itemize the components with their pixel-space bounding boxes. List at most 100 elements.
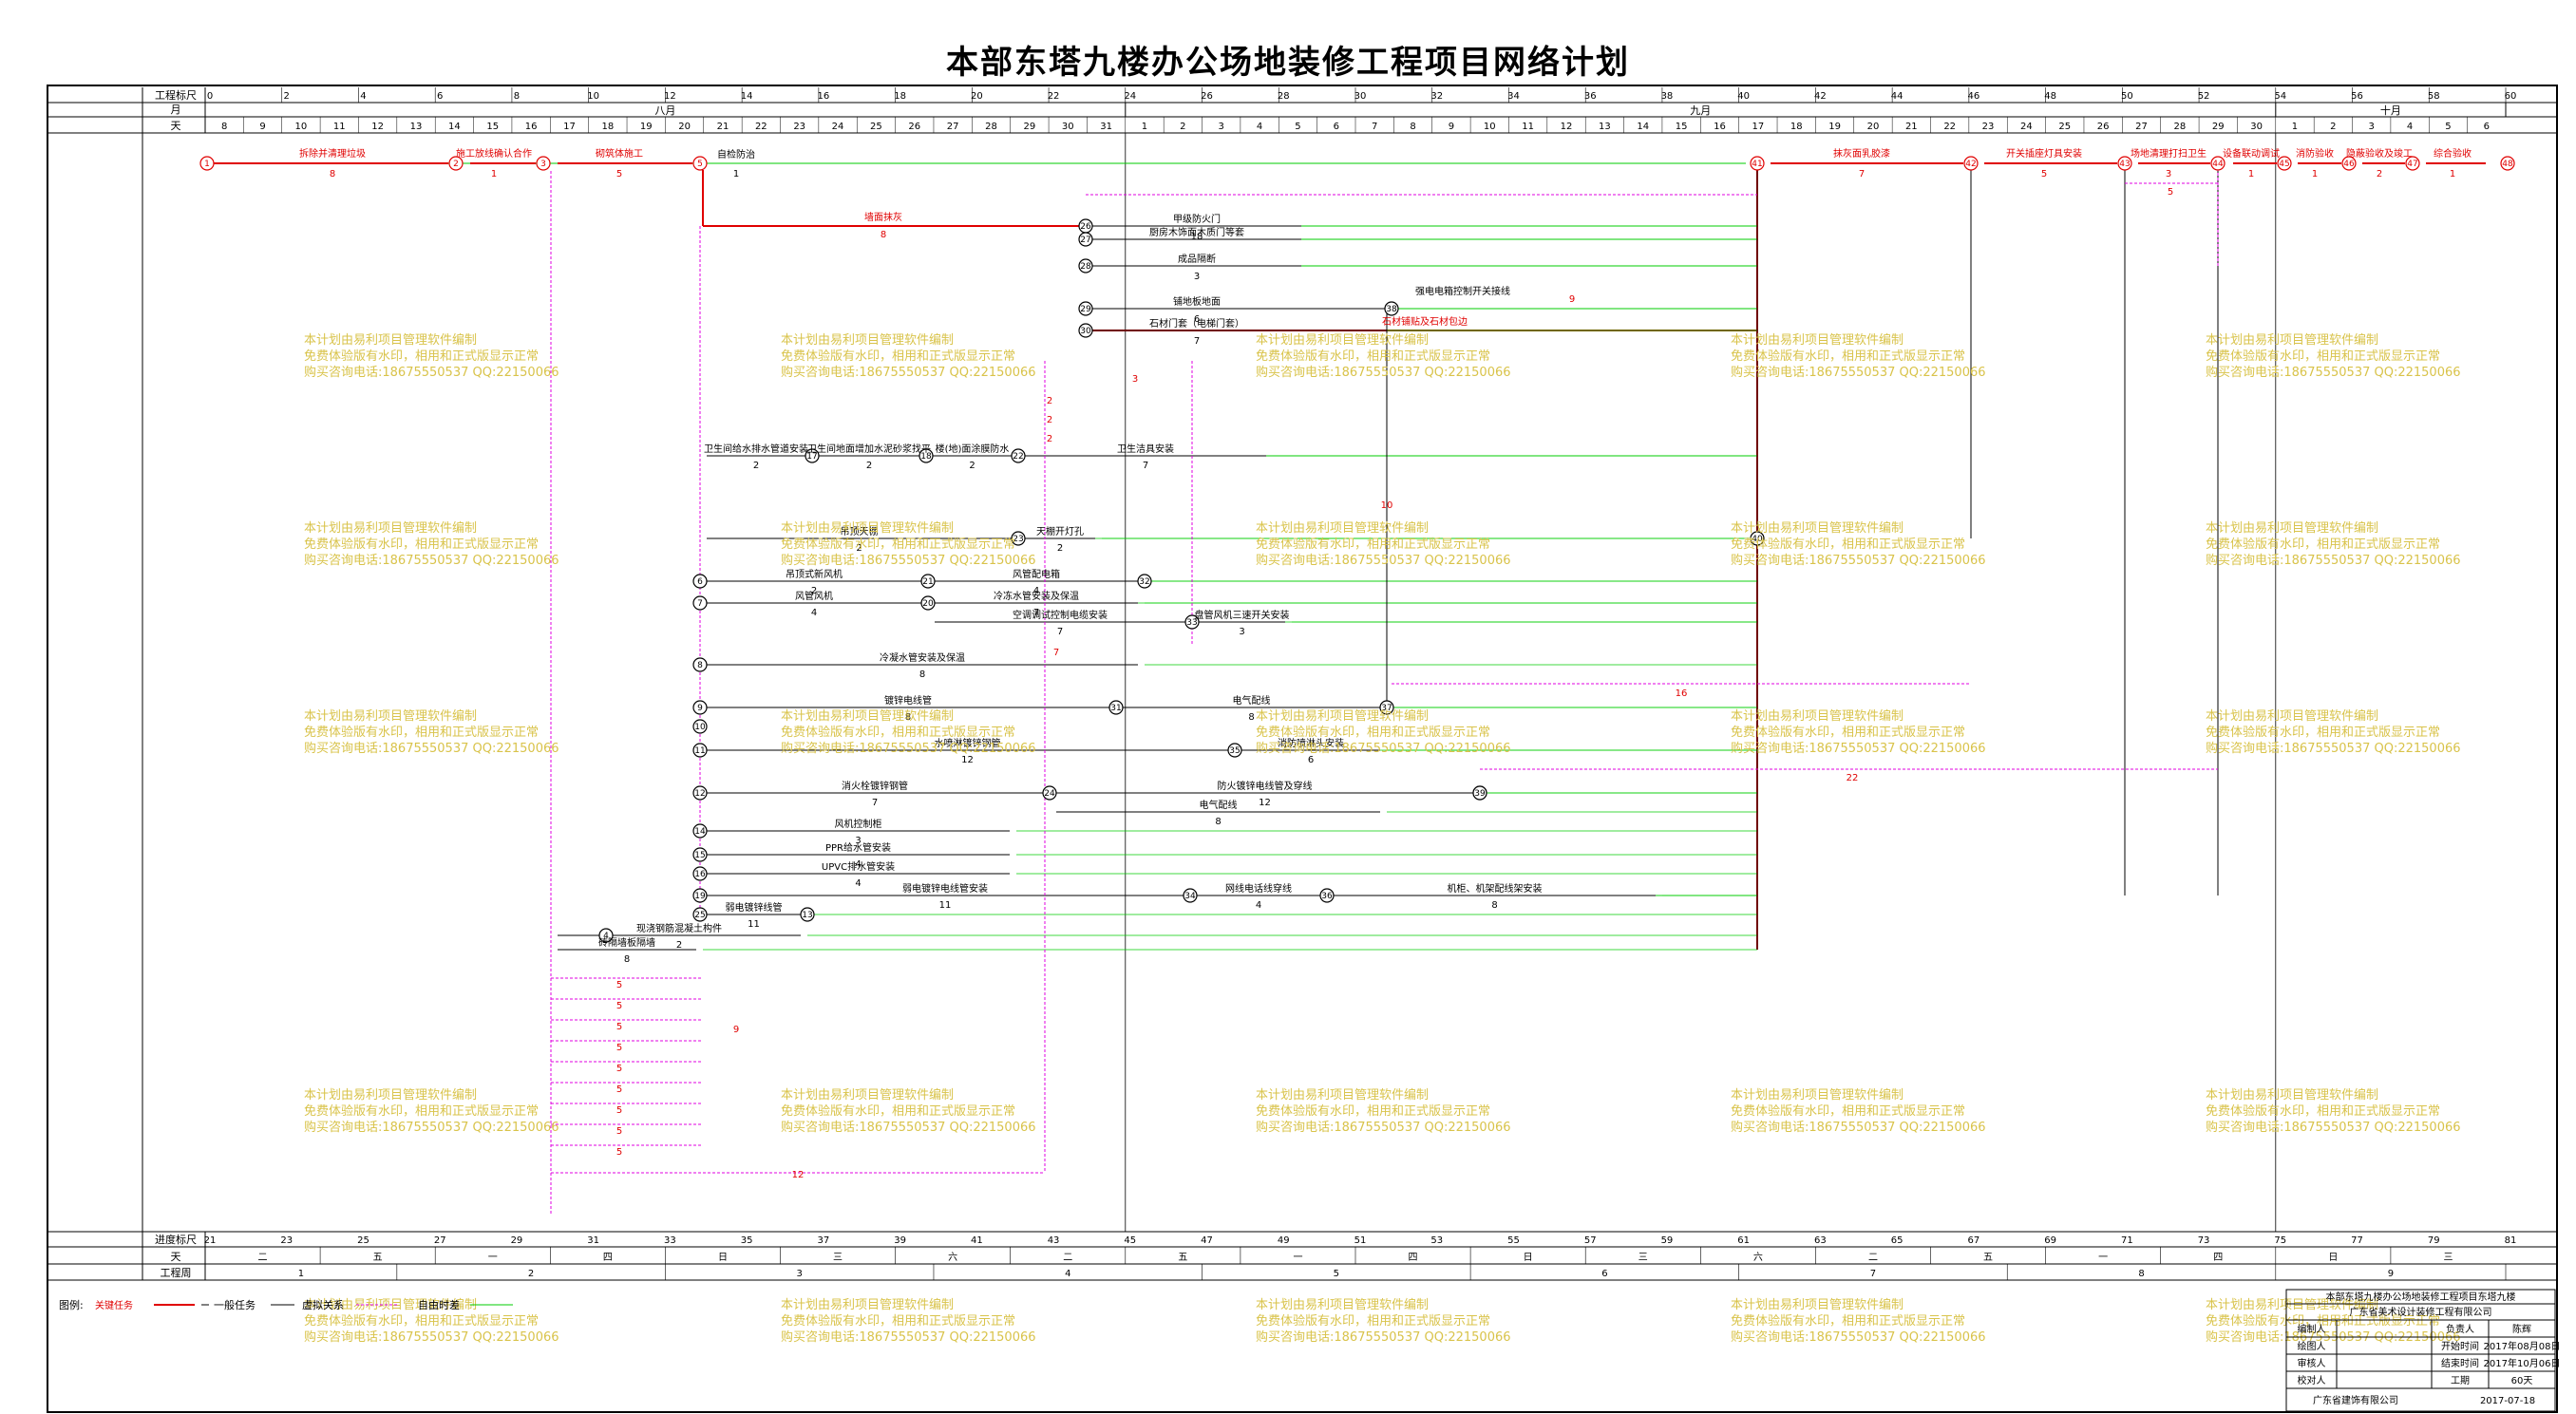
bottom-tick: 49: [1278, 1235, 1290, 1246]
day-label: 13: [410, 122, 423, 132]
event-node-number: 19: [694, 892, 706, 901]
bottom-tick: 21: [204, 1235, 217, 1246]
task-label: 强电电箱控制开关接线: [1415, 285, 1510, 297]
weekday-label: 六: [1753, 1252, 1763, 1263]
event-node-number: 38: [1386, 305, 1397, 314]
bottom-tick: 67: [1967, 1235, 1979, 1246]
ruler-tick: 58: [2428, 91, 2440, 102]
week-label: 6: [1601, 1269, 1607, 1279]
event-node: [2210, 156, 2226, 171]
slack-label: 10: [1381, 500, 1393, 511]
bottom-tick: 71: [2121, 1235, 2133, 1246]
bottom-tick: 47: [1201, 1235, 1213, 1246]
task-label: 砖隔墙板隔墙: [598, 936, 655, 949]
event-node: [692, 847, 708, 862]
critical-task-duration: 7: [1859, 169, 1865, 179]
task-label: 天棚开灯孔: [1036, 525, 1084, 537]
task-label: 消火栓镀锌钢管: [842, 780, 908, 792]
watermark-text: 购买咨询电话:18675550537 QQ:22150066: [1731, 1120, 1986, 1135]
event-node: [2405, 156, 2420, 171]
day-label: 30: [1062, 122, 1074, 132]
weekday-label: 四: [2213, 1253, 2223, 1263]
event-node: [1011, 531, 1026, 546]
watermark-text: 购买咨询电话:18675550537 QQ:22150066: [781, 741, 1036, 756]
day-label: 23: [1982, 122, 1995, 132]
watermark-text: 购买咨询电话:18675550537 QQ:22150066: [1256, 1120, 1511, 1135]
task-label: 楼(地)面涂膜防水: [936, 443, 1010, 455]
watermark-text: 本计划由易利项目管理软件编制: [2206, 1298, 2378, 1312]
day-label: 28: [985, 122, 997, 132]
bottom-tick: 39: [894, 1235, 906, 1246]
day-label: 14: [448, 122, 461, 132]
watermark-text: 本计划由易利项目管理软件编制: [781, 1088, 954, 1103]
event-node: [2117, 156, 2132, 171]
event-node-number: 2: [453, 160, 459, 169]
event-node: [1472, 785, 1487, 801]
event-node-number: 20: [922, 599, 934, 609]
month-label: 十月: [2380, 104, 2401, 117]
ruler-tick: 20: [971, 91, 983, 102]
event-node-number: 7: [697, 599, 703, 609]
title-block-company: 广东省建饰有限公司: [2313, 1394, 2398, 1406]
event-node-number: 40: [1752, 535, 1763, 544]
legend-critical-label: 关键任务: [95, 1299, 133, 1311]
day-label: 22: [755, 122, 767, 132]
ruler-tick: 46: [1967, 91, 1979, 102]
day-label: 4: [2407, 122, 2413, 132]
task-label: 风机控制柜: [835, 818, 882, 830]
event-node: [805, 448, 820, 463]
week-label: 1: [298, 1269, 304, 1279]
weekday-label: 三: [1638, 1253, 1648, 1263]
critical-task-label: 施工放线确认合作: [456, 147, 532, 160]
bottom-tick: 27: [434, 1235, 446, 1246]
event-node-number: 5: [697, 160, 703, 169]
task-label: 卫生间地面增加水泥砂浆找平: [807, 443, 931, 455]
watermark-text: 购买咨询电话:18675550537 QQ:22150066: [1256, 741, 1511, 756]
event-node-number: 46: [2343, 160, 2355, 169]
watermark-text: 本计划由易利项目管理软件编制: [1256, 709, 1429, 724]
critical-task-label: 拆除并清理垃圾: [299, 147, 366, 160]
critical-task-duration: 3: [2166, 169, 2171, 179]
week-label: 9: [2388, 1269, 2394, 1279]
task-label: 风管风机: [795, 590, 833, 602]
task-duration: 8: [1215, 817, 1221, 827]
task-duration: 9: [1569, 294, 1575, 305]
day-label: 10: [1484, 122, 1496, 132]
event-node: [692, 595, 708, 611]
title-block-cell: 结束时间: [2441, 1357, 2479, 1369]
task-duration: 2: [866, 461, 872, 471]
month-label: 九月: [1690, 104, 1711, 117]
weekday-label: 二: [1063, 1253, 1072, 1263]
event-node: [692, 823, 708, 839]
weekday-label: 日: [1524, 1253, 1533, 1263]
header-row-label: 月: [171, 104, 181, 116]
critical-task-duration: 1: [2312, 169, 2318, 179]
watermark-text: 本计划由易利项目管理软件编制: [1731, 1298, 1904, 1312]
watermark-text: 购买咨询电话:18675550537 QQ:22150066: [304, 1120, 559, 1135]
watermark-text: 购买咨询电话:18675550537 QQ:22150066: [2206, 741, 2461, 756]
day-label: 1: [2292, 122, 2298, 132]
watermark-text: 本计划由易利项目管理软件编制: [2206, 333, 2378, 348]
ruler-tick: 54: [2274, 91, 2286, 102]
title-block-layer: 本部东塔九楼办公场地装修工程项目东塔九楼广东省美术设计装修工程有限公司编制人负责…: [2285, 1289, 2560, 1412]
page-title: 本部东塔九楼办公场地装修工程项目网络计划: [946, 44, 1630, 82]
watermark-text: 本计划由易利项目管理软件编制: [781, 521, 954, 536]
ruler-tick: 48: [2044, 91, 2056, 102]
title-block-date: 2017-07-18: [2480, 1396, 2535, 1406]
watermark-text: 购买咨询电话:18675550537 QQ:22150066: [2206, 365, 2461, 380]
task-label: 盘管风机三速开关安装: [1195, 609, 1290, 621]
ruler-tick: 50: [2121, 91, 2133, 102]
event-node: [448, 156, 464, 171]
watermark-text: 本计划由易利项目管理软件编制: [1731, 1088, 1904, 1103]
task-label: 吊顶天棚: [841, 525, 879, 537]
task-label: 弱电镀锌电线管安装: [902, 882, 988, 895]
bottom-tick: 53: [1430, 1235, 1443, 1246]
bottom-tick: 79: [2428, 1235, 2440, 1246]
day-label: 1: [1142, 122, 1147, 132]
task-label: 吊顶式新风机: [786, 568, 843, 580]
task-duration: 8: [905, 712, 911, 723]
outer-frame: [47, 85, 2558, 1413]
task-duration: 11: [939, 900, 952, 911]
event-node: [536, 156, 551, 171]
